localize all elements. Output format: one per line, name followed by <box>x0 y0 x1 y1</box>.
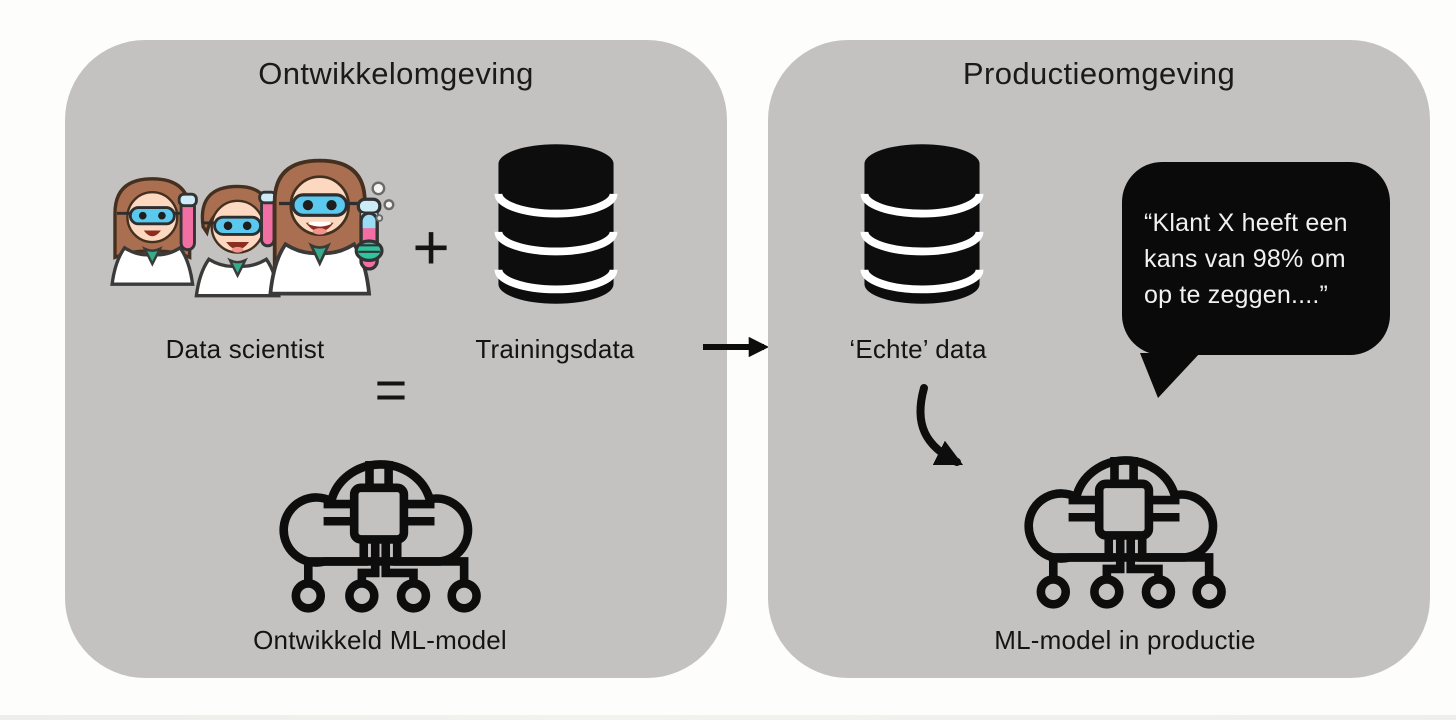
scan-artifact <box>0 715 1456 720</box>
developed-ml-model-icon <box>270 418 490 614</box>
plus-sign: + <box>412 211 450 283</box>
real-database-icon <box>854 140 990 308</box>
production-panel-title: Productieomgeving <box>962 56 1236 91</box>
data-scientist-label: Data scientist <box>165 334 325 364</box>
speech-bubble-line: kans van 98% om <box>1144 244 1346 273</box>
development-panel-title: Ontwikkelomgeving <box>258 56 534 91</box>
speech-bubble-line: “Klant X heeft een <box>1144 208 1348 237</box>
real-data-label: ‘Echte’ data <box>849 334 987 364</box>
production-ml-model-icon <box>1015 414 1235 610</box>
training-database-icon <box>488 140 624 308</box>
production-model-label: ML-model in productie <box>994 625 1256 655</box>
production-environment-panel: Productieomgeving ‘Echte’ data “Klant X … <box>768 40 1430 678</box>
equals-sign: = <box>374 358 408 421</box>
speech-bubble-line: op te zeggen....” <box>1144 280 1329 309</box>
speech-bubble-tail-icon <box>1140 353 1200 398</box>
speech-bubble: “Klant X heeft een kans van 98% om op te… <box>1122 162 1390 398</box>
development-environment-panel: Ontwikkelomgeving <box>65 40 727 678</box>
right-arrow-icon <box>703 336 770 358</box>
data-scientists-illustration <box>110 158 395 298</box>
curved-down-arrow-icon <box>916 384 964 466</box>
developed-model-label: Ontwikkeld ML-model <box>253 625 507 655</box>
training-data-label: Trainingsdata <box>475 334 635 364</box>
